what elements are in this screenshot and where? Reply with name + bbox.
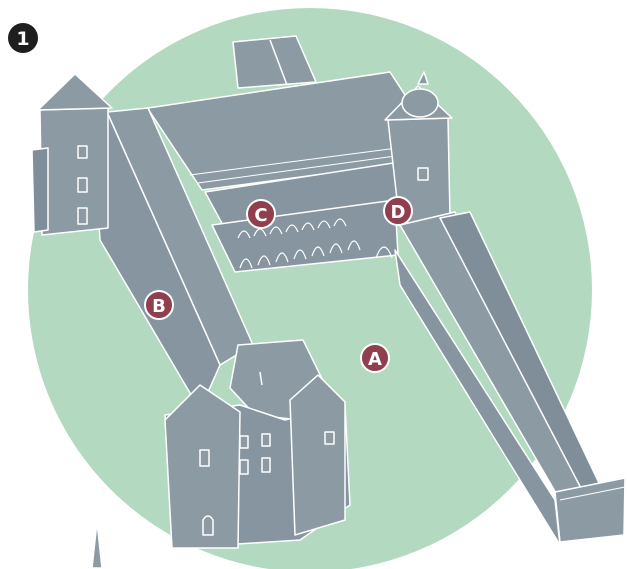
marker-a: A	[360, 343, 390, 373]
step-badge: 1	[8, 23, 38, 53]
marker-d-label: D	[391, 202, 406, 223]
marker-b: B	[144, 290, 174, 320]
marker-a-label: A	[368, 349, 382, 370]
marker-c: C	[246, 199, 276, 229]
arcade-arches	[237, 218, 393, 269]
step-badge-number: 1	[16, 28, 29, 50]
marker-d: D	[383, 196, 413, 226]
castle-building	[31, 35, 626, 569]
step-badge-circle	[8, 23, 38, 53]
marker-c-label: C	[254, 205, 267, 226]
marker-b-label: B	[152, 296, 166, 317]
